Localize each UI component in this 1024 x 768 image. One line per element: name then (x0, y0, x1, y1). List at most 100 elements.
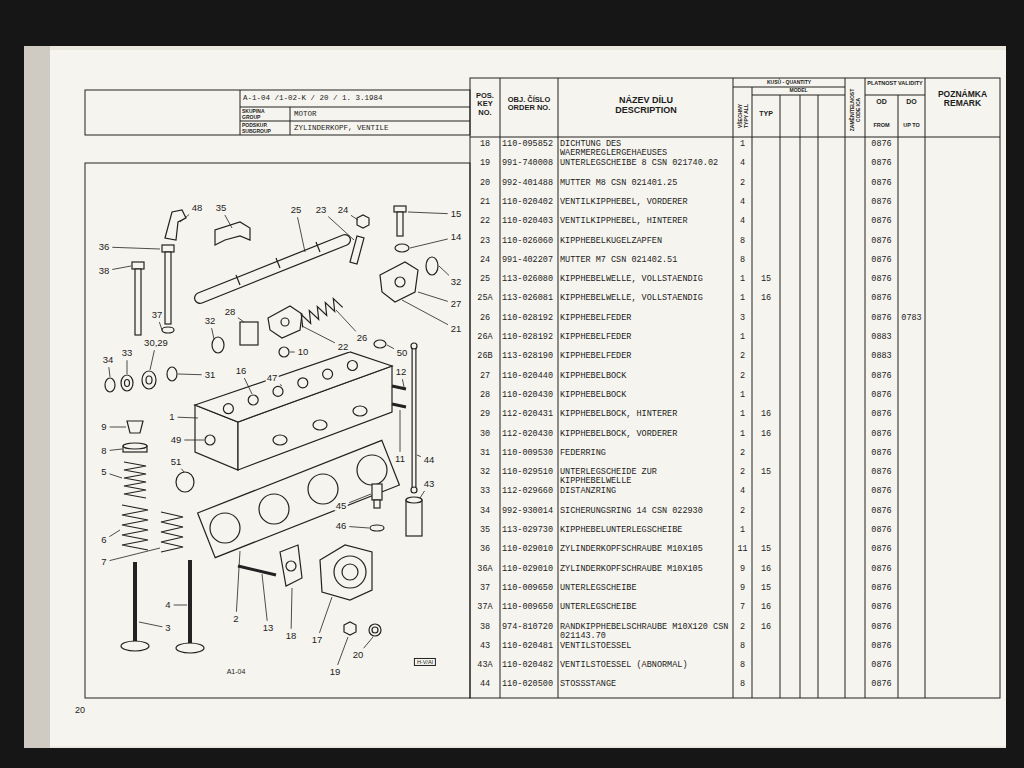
table-cell: 4 (733, 217, 752, 226)
table-cell: 110-095852 (502, 140, 558, 149)
table-cell: 992-930014 (502, 507, 558, 516)
table-cell: 7 (733, 603, 752, 612)
callout-number: 38 (98, 266, 111, 276)
table-cell: 0876 (865, 584, 898, 593)
table-cell: 110-009530 (502, 449, 558, 458)
table-cell: 1 (733, 430, 752, 439)
part-description: KIPPHEBELKUGELZAPFEN (560, 237, 732, 246)
part-description: DISTANZRING (560, 487, 732, 496)
table-cell: 16 (752, 603, 780, 612)
leader-line (174, 605, 187, 606)
leader-line (262, 574, 267, 621)
callout-number: 44 (423, 455, 436, 465)
column-header: UP TO (898, 122, 925, 128)
callout-number: 30,29 (143, 338, 169, 348)
callout-number: 10 (297, 347, 310, 357)
thermostat-housing (238, 484, 384, 636)
column-header: OBJ. ČÍSLO ORDER NO. (501, 96, 557, 113)
leader-line (110, 427, 126, 428)
table-cell: 1 (733, 333, 752, 342)
valve-train-shape (133, 562, 137, 642)
leader-line (418, 292, 448, 301)
table-cell: 37 (470, 584, 500, 593)
table-cell: 0876 (865, 468, 898, 477)
pushrod-and-tappet (406, 343, 422, 536)
leader-line (109, 367, 110, 377)
table-cell: 38 (470, 623, 500, 632)
catalog-reference: A-1-04 /1-02-K / 20 / 1. 3.1984 (243, 94, 468, 102)
part-description: VENTILSTOESSEL (560, 642, 732, 651)
table-cell: 110-009650 (502, 584, 558, 593)
table-cell: 4 (733, 487, 752, 496)
thermostat-housing-shape (320, 545, 372, 600)
table-cell: 0883 (865, 333, 898, 342)
rocker-gear-shape (212, 337, 224, 353)
table-cell: 0876 (865, 603, 898, 612)
leader-line (291, 588, 293, 629)
leader-line (112, 266, 131, 269)
table-cell: 0876 (865, 430, 898, 439)
leader-line (109, 530, 120, 537)
table-cell: 110-020482 (502, 661, 558, 670)
table-cell: 0876 (865, 680, 898, 689)
table-cell: 1 (733, 391, 752, 400)
head-gasket-shape (308, 474, 338, 504)
cylinder-head-shape (353, 406, 367, 416)
table-cell: 0876 (865, 545, 898, 554)
table-cell: 11 (733, 545, 752, 554)
page-number: 20 (75, 706, 85, 716)
pushrod-and-tappet-shape (406, 500, 422, 536)
column-header: DO (898, 98, 925, 106)
thermostat-housing-shape (280, 545, 302, 586)
table-cell: 21 (470, 198, 500, 207)
table-cell: 31 (470, 449, 500, 458)
thermostat-housing-shape (372, 627, 378, 633)
table-cell: 34 (470, 507, 500, 516)
table-cell: 0876 (865, 237, 898, 246)
leader-line (127, 360, 128, 374)
table-cell: 2 (733, 179, 752, 188)
table-cell: 15 (752, 275, 780, 284)
page-ground-shape (50, 50, 1006, 746)
valve-train-shape (127, 421, 143, 433)
callout-number: 33 (121, 348, 134, 358)
leader-line (319, 597, 332, 633)
leader-line (400, 410, 401, 452)
table-cell: 112-020431 (502, 410, 558, 419)
leader-line (150, 350, 154, 370)
table-cell: 110-020403 (502, 217, 558, 226)
table-cell: 2 (733, 623, 752, 632)
pushrod-and-tappet-shape (413, 349, 416, 487)
table-cell: 3 (733, 314, 752, 323)
leader-line (349, 527, 369, 528)
table-cell: 2 (733, 507, 752, 516)
callout-number: 32 (204, 316, 217, 326)
field-label: PODSKUP. SUBGROUP (242, 123, 282, 134)
leader-line (110, 474, 122, 478)
table-cell: 24 (470, 256, 500, 265)
valve-train-shape (121, 641, 149, 651)
part-description: STOSSSTANGE (560, 680, 732, 689)
cylinder-head-shape (248, 395, 258, 405)
table-cell: 44 (470, 680, 500, 689)
table-cell: 0876 (865, 565, 898, 574)
cylinder-head-shape (298, 378, 308, 388)
rocker-gear-shape (236, 242, 320, 285)
table-cell: 0876 (865, 372, 898, 381)
callout-number: 16 (235, 366, 248, 376)
table-cell: 2 (733, 352, 752, 361)
leader-line (410, 239, 448, 248)
callout-number: 6 (100, 535, 107, 545)
table-cell: 110-029010 (502, 565, 558, 574)
rocker-gear-shape (240, 322, 258, 345)
leader-line (139, 622, 162, 627)
frame-lines-shape (240, 90, 470, 135)
cylinder-head-shape (392, 404, 406, 407)
callout-number: 7 (100, 557, 107, 567)
table-cell: 26A (470, 333, 500, 342)
table-cell: 9 (733, 565, 752, 574)
valve-train-shape (188, 560, 192, 644)
part-description: KIPPHEBELUNTERLEGSCHEIBE (560, 526, 732, 535)
rocker-gear-shape (395, 277, 405, 287)
leader-line (402, 379, 404, 387)
